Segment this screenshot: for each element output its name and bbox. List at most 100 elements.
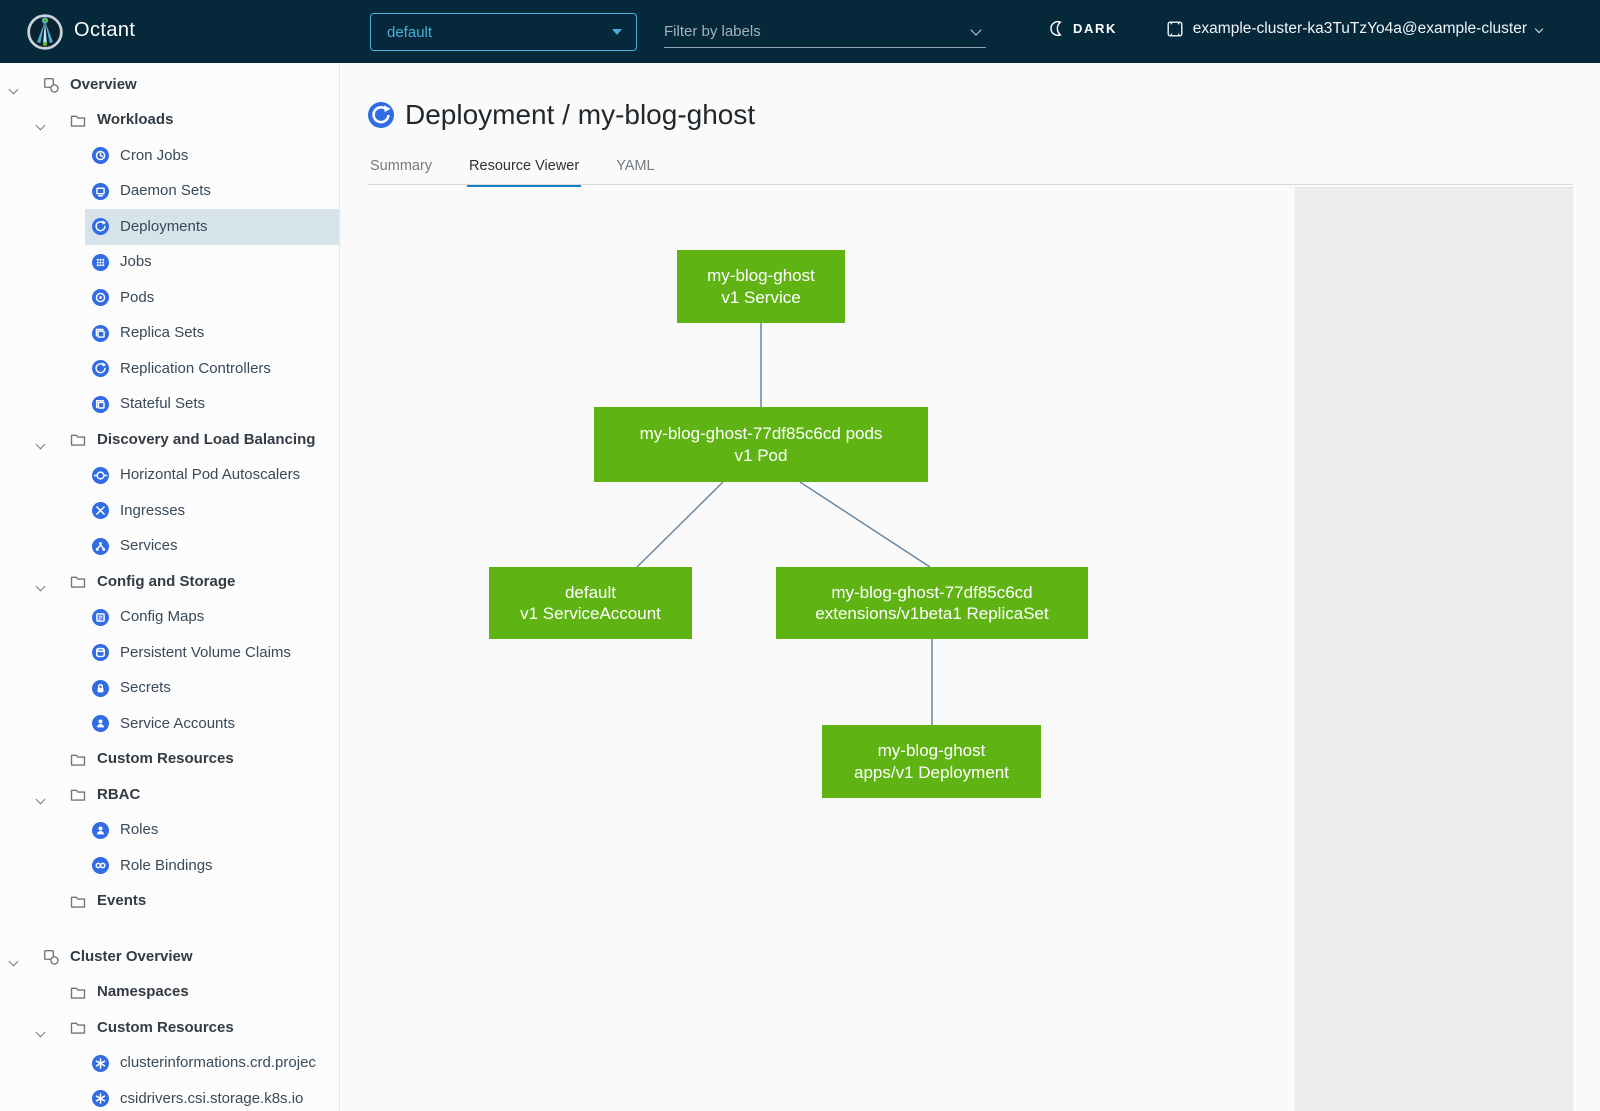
sidebar-item-label: Jobs [120,253,152,270]
daemon-sets-icon [92,182,109,200]
replication-controllers-icon [92,360,109,377]
node-title: my-blog-ghost [877,741,986,761]
sidebar-item-label: Stateful Sets [120,395,206,412]
chevron-down-icon[interactable] [8,952,19,970]
sidebar-item-label: Cluster Overview [70,947,193,965]
sidebar-item-horizontal-pod-autoscalers[interactable]: Horizontal Pod Autoscalers [0,458,339,494]
sidebar-item-stateful-sets[interactable]: Stateful Sets [0,387,339,423]
sidebar-item-label: RBAC [97,785,141,803]
sidebar-item-overview[interactable]: Overview [0,67,339,103]
sidebar-item-label: Roles [120,821,159,838]
custom-resource-definition-icon [92,1054,109,1072]
sidebar-item-daemon-sets[interactable]: Daemon Sets [0,174,339,210]
node-title: my-blog-ghost-77df85c6cd pods [639,424,883,444]
sidebar-item-events[interactable]: Events [0,884,339,920]
namespace-selector[interactable]: default [370,13,637,51]
sidebar-item-secrets[interactable]: Secrets [0,671,339,707]
chevron-down-icon[interactable] [35,577,46,595]
sidebar-item-pods[interactable]: Pods [0,280,339,316]
chevron-down-icon[interactable] [35,435,46,453]
label-filter-input[interactable]: Filter by labels [664,16,986,48]
ingresses-icon [92,502,109,519]
theme-toggle-button[interactable]: DARK [1048,20,1117,37]
chevron-down-icon[interactable] [35,116,46,134]
chevron-down-icon [1534,24,1544,34]
chevron-down-icon[interactable] [35,790,46,808]
sidebar-item-replication-controllers[interactable]: Replication Controllers [0,351,339,387]
sidebar-item-label: Overview [70,75,137,93]
stateful-sets-icon [92,395,109,413]
tab-summary[interactable]: Summary [370,158,433,174]
sidebar-item-persistent-volume-claims[interactable]: Persistent Volume Claims [0,635,339,671]
pods-icon [92,289,109,306]
sidebar-item-label: Config Maps [120,608,205,625]
folder-icon [69,786,87,804]
caret-down-icon [612,29,622,35]
sidebar-item-replica-sets[interactable]: Replica Sets [0,316,339,352]
sidebar-item-ingresses[interactable]: Ingresses [0,493,339,529]
sidebar-item-services[interactable]: Services [0,529,339,565]
sidebar-item-rbac[interactable]: RBAC [0,777,339,813]
sidebar-item-config-and-storage[interactable]: Config and Storage [0,564,339,600]
label-filter-placeholder: Filter by labels [664,23,761,40]
chevron-down-icon[interactable] [35,1023,46,1041]
sidebar-item-cron-jobs[interactable]: Cron Jobs [0,138,339,174]
tab-yaml[interactable]: YAML [616,158,655,174]
sidebar-item-label: Replication Controllers [120,359,271,377]
namespace-selector-value: default [387,23,433,41]
sidebar-item-label: Workloads [97,111,174,128]
sidebar-item-label: Config and Storage [97,572,236,590]
sidebar-item-custom-resources[interactable]: Custom Resources [0,1010,339,1046]
sidebar-item-cluster-overview[interactable]: Cluster Overview [0,939,339,975]
sidebar-item-discovery-and-load-balancing[interactable]: Discovery and Load Balancing [0,422,339,458]
sidebar-item-label: Custom Resources [97,1018,234,1036]
overview-icon [42,948,60,966]
sidebar-item-label: csidrivers.csi.storage.k8s.io [120,1089,304,1107]
folder-icon [69,112,87,130]
node-apiversion-kind: v1 Service [721,287,801,307]
sidebar-item-config-maps[interactable]: Config Maps [0,600,339,636]
folder-icon [69,984,87,1002]
service-accounts-icon [92,715,109,732]
folder-icon [69,431,87,449]
page-title: Deployment / my-blog-ghost [405,99,756,130]
selected-item-highlight [85,209,339,245]
moon-icon [1050,21,1062,36]
node-apiversion-kind: v1 Pod [734,445,788,465]
sidebar-item-clusterinformations-crd-projec[interactable]: clusterinformations.crd.projec [0,1046,339,1082]
sidebar-item-roles[interactable]: Roles [0,813,339,849]
sidebar-item-label: clusterinformations.crd.projec [120,1054,316,1071]
sidebar-item-service-accounts[interactable]: Service Accounts [0,706,339,742]
config-maps-icon [92,608,109,626]
sidebar-item-deployments[interactable]: Deployments [0,209,339,245]
horizontal-pod-autoscalers-icon [92,466,109,484]
folder-icon [69,573,87,591]
tab-resource-viewer[interactable]: Resource Viewer [467,152,582,187]
sidebar-item-csidrivers-csi-storage-k8s-io[interactable]: csidrivers.csi.storage.k8s.io [0,1081,339,1111]
sidebar-item-workloads[interactable]: Workloads [0,103,339,139]
sidebar-item-namespaces[interactable]: Namespaces [0,975,339,1011]
resource-detail-panel [1295,187,1573,1111]
cluster-icon [1167,21,1183,37]
sidebar-item-label: Daemon Sets [120,182,211,199]
chevron-down-icon[interactable] [8,80,19,98]
sidebar-item-role-bindings[interactable]: Role Bindings [0,848,339,884]
sidebar-item-label: Secrets [120,679,171,696]
graph-edges [636,323,933,725]
sidebar-item-label: Pods [120,288,155,306]
sidebar-item-label: Events [97,892,147,909]
sidebar-item-custom-resources[interactable]: Custom Resources [0,742,339,778]
sidebar-item-label: Namespaces [97,983,189,1000]
sidebar-item-jobs[interactable]: Jobs [0,245,339,281]
roles-icon [92,821,109,839]
folder-icon [69,751,87,769]
sidebar-item-label: Deployments [120,217,208,235]
context-selector[interactable]: example-cluster-ka3TuTzYo4a@example-clus… [1166,20,1544,38]
